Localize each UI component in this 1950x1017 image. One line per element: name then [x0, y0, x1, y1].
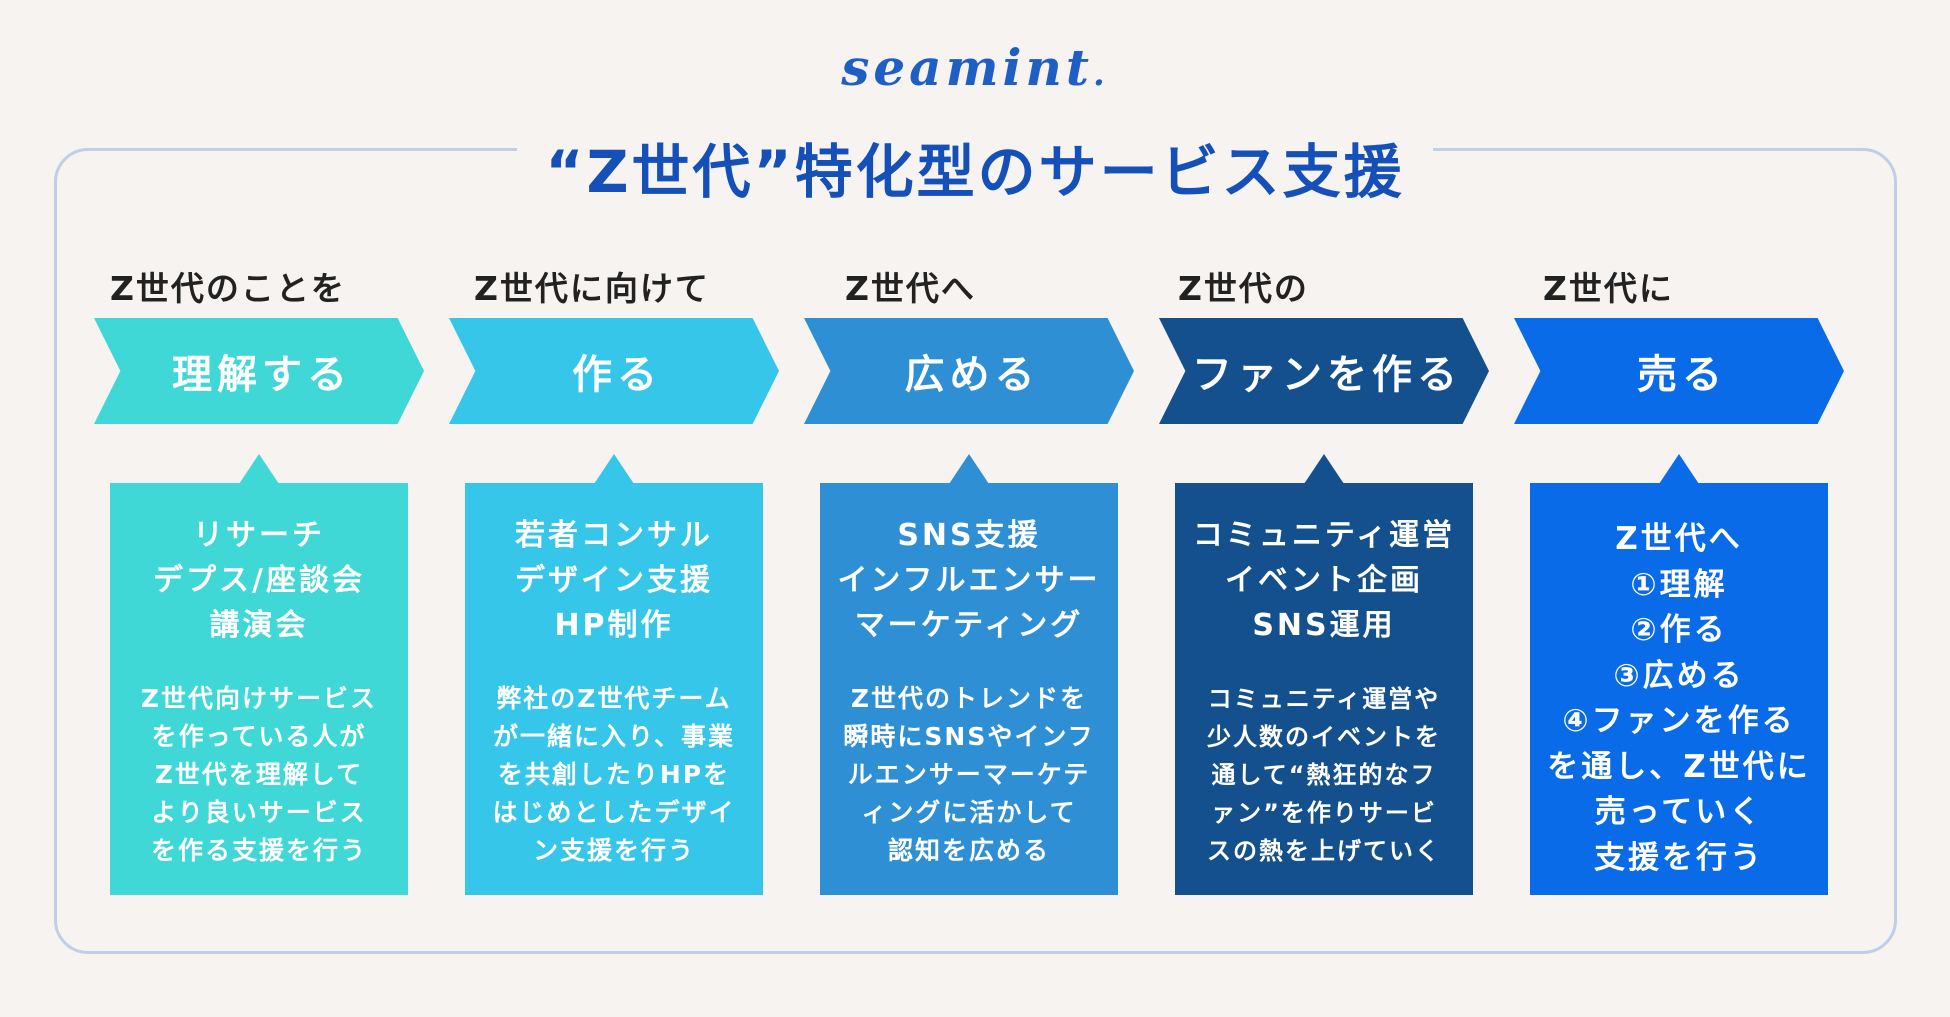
summary-line: ②作る: [1630, 612, 1728, 648]
desc-line: Z世代向けサービス: [140, 684, 378, 713]
service-line: マーケティング: [854, 608, 1084, 643]
summary-line: ①理解: [1630, 566, 1728, 603]
step-lead-spread: Z世代へ: [845, 269, 976, 308]
service-line: SNS支援: [897, 518, 1041, 553]
desc-line: スの熱を上げていく: [1207, 837, 1441, 865]
summary-line: ④ファンを作る: [1562, 703, 1796, 739]
service-line: デザイン支援: [515, 563, 713, 598]
pointer-make: [594, 454, 634, 484]
brand-logo: seamint.: [0, 38, 1950, 97]
services-understand: リサーチ デプス/座談会 講演会: [120, 513, 398, 648]
service-line: イベント企画: [1225, 563, 1423, 598]
service-line: 若者コンサル: [515, 518, 713, 553]
description-fans: コミュニティ運営や 少人数のイベントを 通して“熱狂的なフ ァン”を作りサービ …: [1185, 680, 1463, 870]
desc-line: 瞬時にSNSやインフ: [843, 722, 1095, 751]
step-chevron-sell: 売る: [1514, 318, 1844, 424]
step-chevron-understand: 理解する: [94, 318, 424, 424]
desc-line: 弊社のZ世代チーム: [496, 684, 732, 713]
description-understand: Z世代向けサービス を作っている人が Z世代を理解して より良いサービス を作る…: [120, 680, 398, 870]
desc-line: が一緒に入り、事業: [492, 722, 735, 751]
desc-line: 少人数のイベントを: [1207, 723, 1441, 751]
service-line: SNS運用: [1252, 608, 1396, 643]
desc-line: 通して“熱狂的なフ: [1211, 761, 1437, 789]
service-line: デプス/座談会: [153, 563, 365, 598]
logo-dot: .: [1092, 54, 1109, 94]
desc-line: はじめとしたデザイ: [492, 798, 736, 827]
pointer-spread: [949, 454, 989, 484]
pointer-understand: [239, 454, 279, 484]
title-wrap: “Z世代”特化型のサービス支援: [0, 125, 1950, 209]
page-title: “Z世代”特化型のサービス支援: [517, 125, 1433, 209]
service-line: コミュニティ運営: [1192, 518, 1456, 553]
services-fans: コミュニティ運営 イベント企画 SNS運用: [1185, 513, 1463, 648]
services-make: 若者コンサル デザイン支援 HP制作: [475, 513, 753, 648]
detail-box-fans: コミュニティ運営 イベント企画 SNS運用 コミュニティ運営や 少人数のイベント…: [1175, 483, 1473, 895]
step-chevron-make: 作る: [449, 318, 779, 424]
summary-line: Z世代へ: [1615, 521, 1743, 557]
desc-line: ィングに活かして: [861, 798, 1077, 827]
description-spread: Z世代のトレンドを 瞬時にSNSやインフ ルエンサーマーケテ ィングに活かして …: [830, 680, 1108, 870]
summary-sell: Z世代へ ①理解 ②作る ③広める ④ファンを作る を通し、Z世代に 売っていく…: [1540, 517, 1818, 881]
summary-line: ③広める: [1613, 657, 1745, 694]
detail-box-spread: SNS支援 インフルエンサー マーケティング Z世代のトレンドを 瞬時にSNSや…: [820, 483, 1118, 895]
step-lead-make: Z世代に向けて: [474, 269, 710, 308]
summary-line: を通し、Z世代に: [1547, 748, 1811, 785]
desc-line: コミュニティ運営や: [1207, 685, 1441, 713]
desc-line: ルエンサーマーケテ: [847, 760, 1091, 789]
description-make: 弊社のZ世代チーム が一緒に入り、事業 を共創したりHPを はじめとしたデザイ …: [475, 680, 753, 870]
pointer-fans: [1304, 454, 1344, 484]
desc-line: を作る支援を行う: [150, 836, 367, 865]
step-chevron-fans: ファンを作る: [1159, 318, 1489, 424]
logo-text: seamint: [841, 38, 1093, 97]
detail-box-sell: Z世代へ ①理解 ②作る ③広める ④ファンを作る を通し、Z世代に 売っていく…: [1530, 483, 1828, 895]
step-lead-sell: Z世代に: [1543, 269, 1674, 308]
desc-line: ァン”を作りサービ: [1211, 799, 1437, 827]
desc-line: ン支援を行う: [532, 836, 695, 865]
desc-line: Z世代のトレンドを: [850, 684, 1088, 713]
desc-line: より良いサービス: [151, 798, 367, 827]
desc-line: 認知を広める: [887, 836, 1050, 865]
desc-line: を共創したりHPを: [497, 760, 731, 789]
detail-box-make: 若者コンサル デザイン支援 HP制作 弊社のZ世代チーム が一緒に入り、事業 を…: [465, 483, 763, 895]
summary-line: 売っていく: [1594, 794, 1764, 830]
service-line: HP制作: [554, 608, 674, 643]
desc-line: を作っている人が: [151, 722, 367, 751]
step-chevron-spread: 広める: [804, 318, 1134, 424]
detail-box-understand: リサーチ デプス/座談会 講演会 Z世代向けサービス を作っている人が Z世代を…: [110, 483, 408, 895]
services-spread: SNS支援 インフルエンサー マーケティング: [830, 513, 1108, 648]
pointer-sell: [1659, 454, 1699, 484]
service-line: インフルエンサー: [837, 563, 1101, 598]
step-lead-fans: Z世代の: [1178, 269, 1309, 308]
step-lead-understand: Z世代のことを: [110, 269, 346, 308]
service-line: 講演会: [209, 608, 309, 643]
service-line: リサーチ: [193, 518, 325, 553]
desc-line: Z世代を理解して: [154, 760, 364, 789]
summary-line: 支援を行う: [1594, 839, 1764, 876]
